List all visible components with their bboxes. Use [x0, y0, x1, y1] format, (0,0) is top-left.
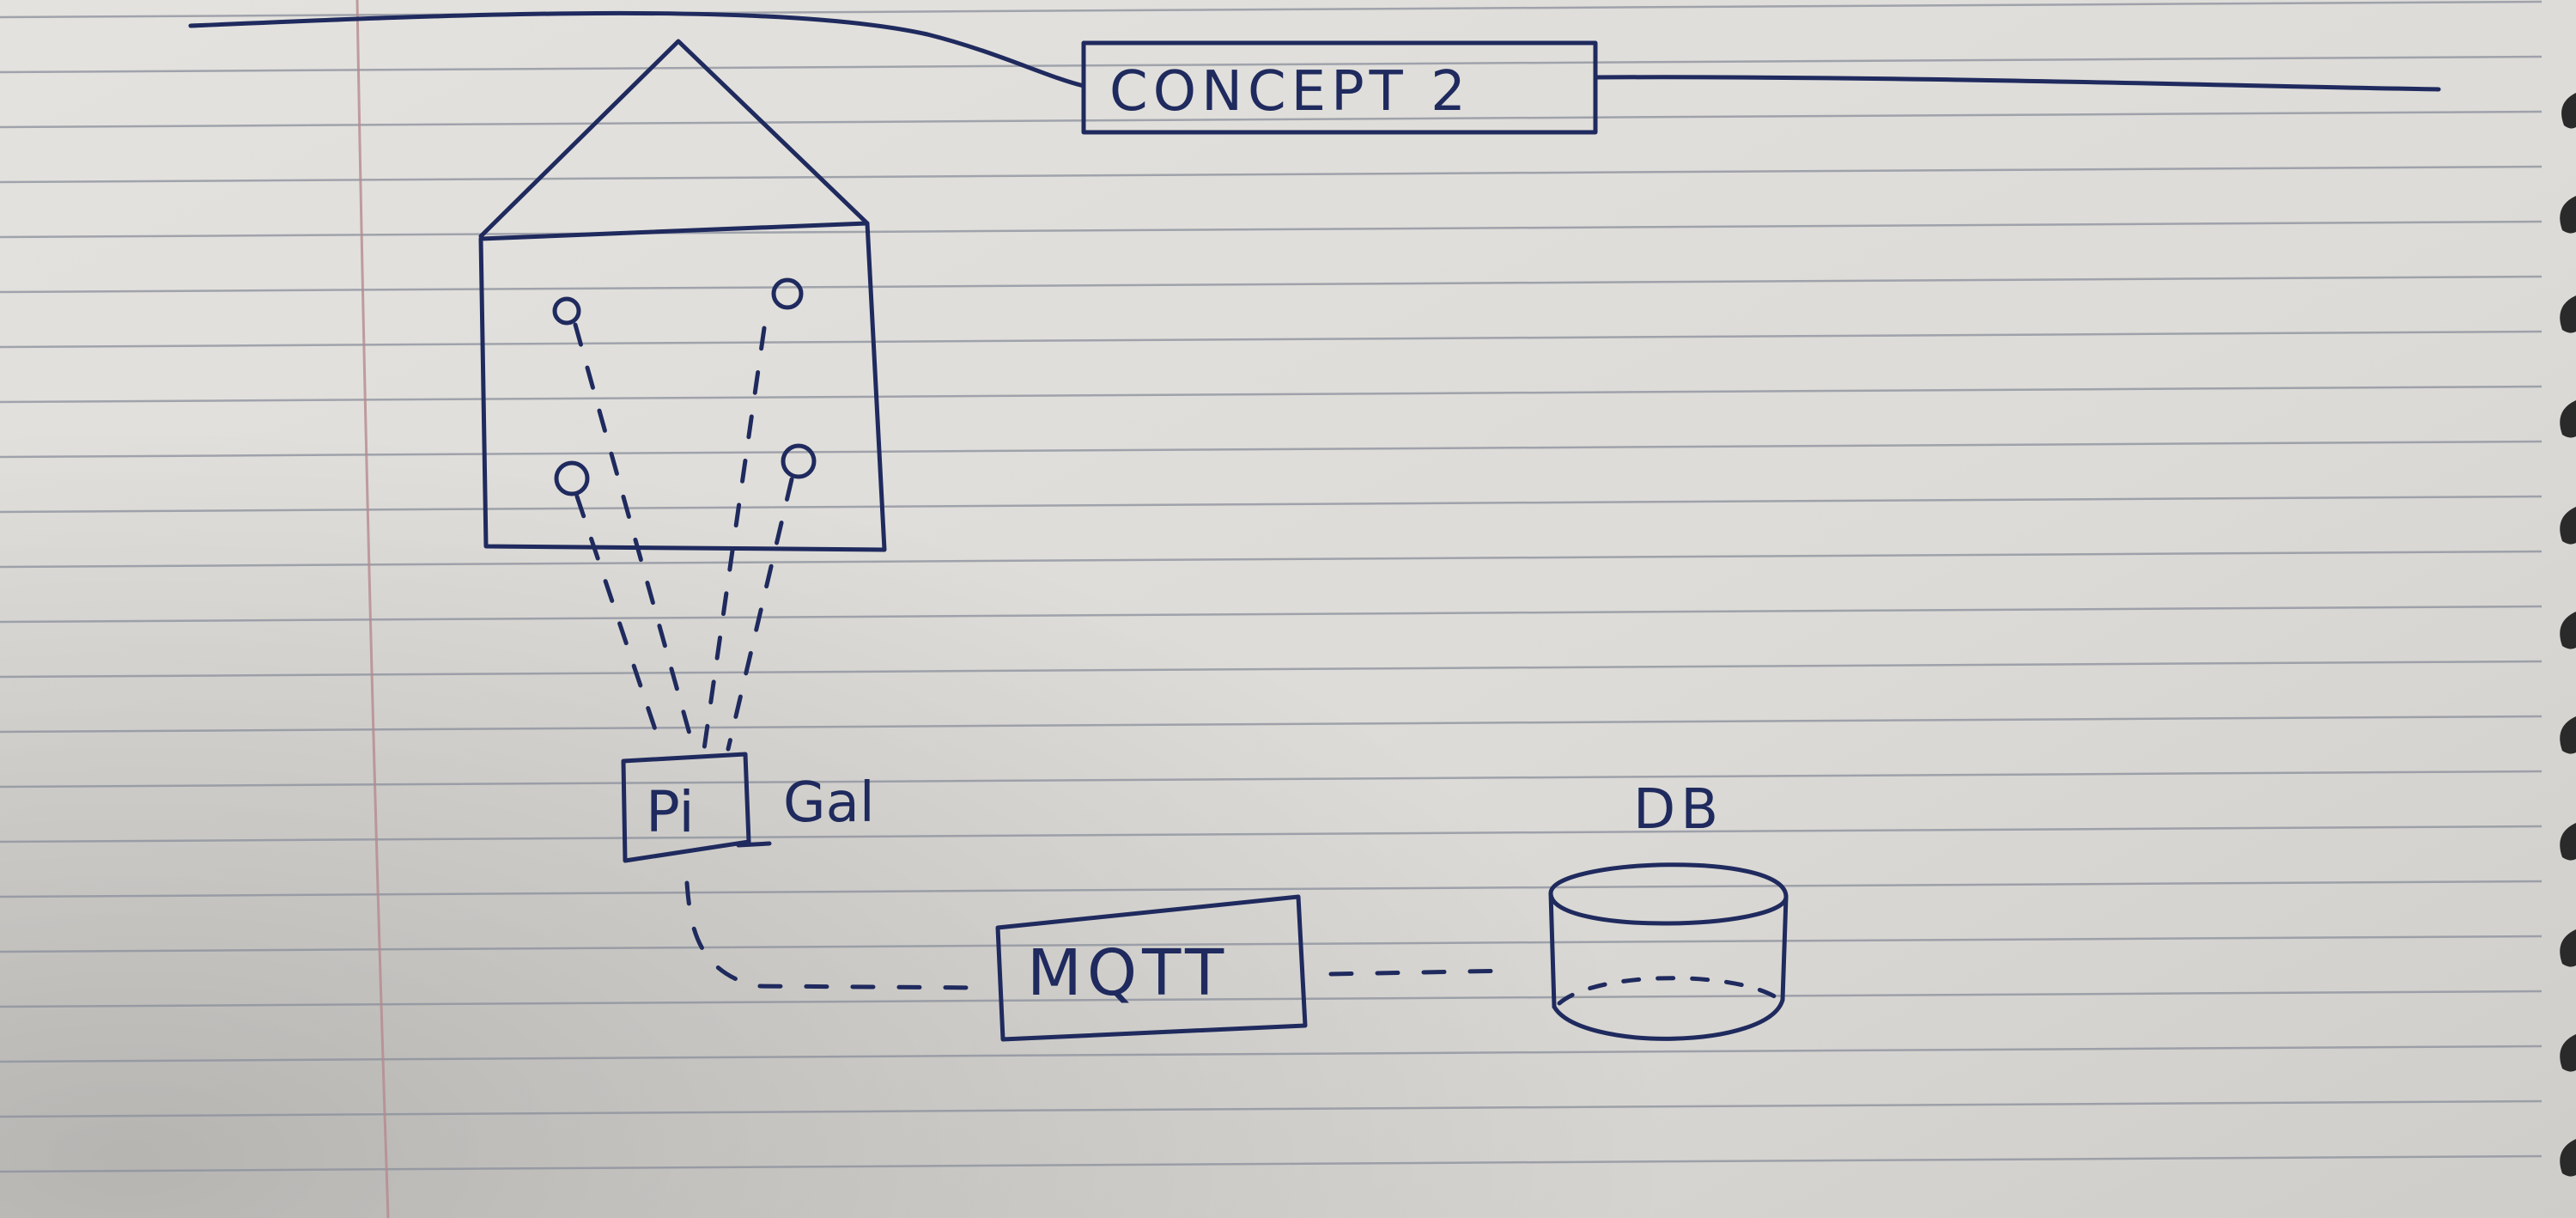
diagram-title: CONCEPT 2	[1109, 60, 1471, 124]
rule-line	[0, 825, 2543, 843]
rule-line	[0, 440, 2543, 459]
mqtt-label: MQTT	[1027, 936, 1229, 1010]
margin-line	[355, 0, 390, 1218]
labels: CONCEPT 2 Pi Gal MQTT DB	[646, 60, 1723, 1010]
rule-line	[0, 990, 2543, 1008]
ruled-lines	[0, 0, 2543, 1173]
house-roof	[478, 39, 870, 239]
mqtt-box	[995, 894, 1308, 1042]
db-side-right	[1780, 894, 1789, 1002]
rule-line	[0, 385, 2543, 404]
database-cylinder	[1548, 862, 1789, 1041]
binding-hole	[2560, 823, 2576, 861]
link-sensor-bottom-right	[726, 477, 794, 752]
house-body	[478, 221, 887, 552]
binding-hole	[2560, 612, 2576, 649]
binding-hole	[2560, 295, 2576, 333]
binding-hole	[2560, 507, 2576, 545]
header-line-right	[1593, 75, 2441, 92]
rule-line	[0, 935, 2543, 953]
gateway-annotation: Gal	[783, 771, 875, 835]
rule-line	[0, 770, 2543, 789]
rule-line	[0, 220, 2543, 239]
header-line-left	[188, 10, 1086, 88]
db-bottom-back	[1557, 976, 1780, 1006]
rule-line	[0, 1154, 2543, 1173]
binding-hole	[2560, 196, 2576, 234]
link-pi-mqtt	[684, 880, 990, 990]
rule-line	[0, 605, 2543, 624]
rule-line	[0, 1044, 2543, 1063]
db-side-left	[1548, 891, 1557, 1009]
rule-line	[0, 495, 2543, 514]
rule-line	[0, 660, 2543, 679]
sensor-links	[573, 322, 794, 752]
sensor-top-right	[771, 277, 804, 310]
binding-hole	[2560, 400, 2576, 438]
binding-hole	[2560, 1034, 2576, 1072]
binding-hole	[2561, 93, 2576, 129]
link-mqtt-db	[1328, 968, 1514, 977]
rule-line	[0, 165, 2543, 184]
binding-hole	[2560, 1139, 2576, 1177]
rule-line	[0, 715, 2543, 734]
db-label: DB	[1633, 778, 1723, 842]
link-sensor-top-left	[573, 322, 696, 752]
binding-hole	[2560, 716, 2576, 754]
sensor-bottom-right	[781, 443, 817, 479]
binding-hole	[2560, 929, 2576, 967]
link-sensor-bottom-left	[574, 494, 664, 750]
rule-line	[0, 880, 2543, 898]
diagram	[188, 10, 2441, 1042]
rule-line	[0, 55, 2543, 74]
spiral-binding	[2560, 93, 2576, 1177]
sensor-top-left	[552, 296, 581, 326]
house	[478, 39, 887, 552]
pi-label: Pi	[646, 779, 695, 845]
pi-box	[621, 752, 772, 863]
rule-line	[0, 110, 2543, 129]
db-bottom-front	[1552, 997, 1785, 1041]
rule-line	[0, 275, 2543, 294]
title-box	[1081, 40, 1598, 135]
rule-line	[0, 550, 2543, 569]
rule-line	[0, 330, 2543, 349]
sensor-bottom-left	[554, 460, 590, 496]
rule-line	[0, 1099, 2543, 1118]
